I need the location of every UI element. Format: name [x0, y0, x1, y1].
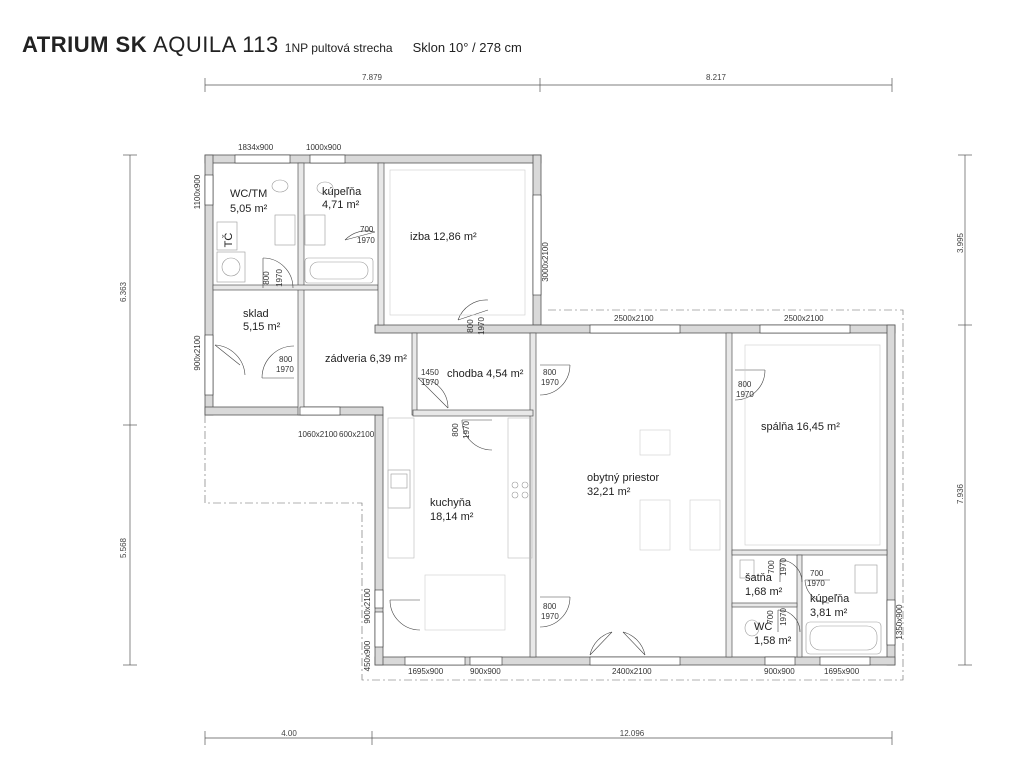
window-label: 900x900: [764, 667, 795, 676]
dim-top-left: 7.879: [362, 73, 383, 82]
door-height: 1970: [477, 317, 486, 335]
door-height: 1970: [462, 421, 471, 439]
room-kuchyna-name: kuchyňa: [430, 497, 472, 509]
room-sklad-name: sklad: [243, 308, 269, 320]
door-width: 700: [810, 569, 824, 578]
window-label: 2500x2100: [784, 314, 824, 323]
window-label: 1695x900: [408, 667, 444, 676]
dim-bottom-left: 4.00: [281, 729, 297, 738]
room-wc-tm-area: 5,05 m²: [230, 203, 268, 215]
door-height: 1970: [421, 378, 439, 387]
brand-name: ATRIUM SK: [22, 32, 148, 57]
room-izba: izba 12,86 m²: [410, 231, 477, 243]
door-width: 1450: [421, 368, 439, 377]
room-spalna: spálňa 16,45 m²: [761, 421, 840, 433]
opening-labels: 1834x900 1000x900 1100x900 900x2100 3000…: [193, 143, 904, 676]
door-height: 1970: [779, 608, 788, 626]
room-wc-name: WC: [754, 621, 772, 633]
room-obytny-name: obytný priestor: [587, 472, 659, 484]
door-width: 800: [543, 368, 557, 377]
room-kupelna2-area: 3,81 m²: [810, 607, 848, 619]
window-label: 1350x900: [895, 604, 904, 640]
window-label: 1100x900: [193, 174, 202, 209]
door-height: 1970: [275, 269, 284, 287]
window-label: 1000x900: [306, 143, 342, 152]
room-satna-area: 1,68 m²: [745, 586, 783, 598]
door-labels: 700 1970 800 1970 800 1970 800 1970 1450…: [262, 225, 825, 626]
dim-bottom-right: 12.096: [620, 729, 645, 738]
door-width: 700: [767, 560, 776, 574]
roof-slope: Sklon 10° / 278 cm: [412, 40, 522, 55]
inner-walls: [212, 162, 888, 658]
door-height: 1970: [276, 365, 294, 374]
window-label: 900x2100: [193, 335, 202, 371]
door-width: 800: [451, 423, 460, 437]
dim-top-right: 8.217: [706, 73, 727, 82]
window-label: 3000x2100: [541, 242, 550, 282]
door-width: 700: [766, 610, 775, 624]
door-height: 1970: [541, 378, 559, 387]
dim-right-upper: 3.995: [956, 232, 965, 253]
dim-left-lower: 5.568: [119, 537, 128, 558]
room-sklad-area: 5,15 m²: [243, 321, 281, 333]
door-height: 1970: [807, 579, 825, 588]
room-kuchyna-area: 18,14 m²: [430, 511, 474, 523]
model-name: AQUILA 113: [153, 32, 279, 57]
door-width: 800: [466, 319, 475, 333]
door-width: 700: [360, 225, 374, 234]
windows: [204, 154, 896, 666]
door-width: 800: [738, 380, 752, 389]
window-label: 600x2100: [339, 430, 375, 439]
window-label: 1834x900: [238, 143, 274, 152]
roof-outline: [204, 309, 904, 681]
room-satna-name: šatňa: [745, 572, 773, 584]
dim-left-upper: 6.363: [119, 281, 128, 302]
window-label: 1060x2100: [298, 430, 338, 439]
window-label: 2500x2100: [614, 314, 654, 323]
room-chodba: chodba 4,54 m²: [447, 368, 524, 380]
door-height: 1970: [541, 612, 559, 621]
door-width: 800: [262, 271, 271, 285]
room-kupelna-area: 4,71 m²: [322, 199, 360, 211]
window-label: 900x2100: [363, 588, 372, 624]
furniture: [216, 169, 882, 655]
room-wc-tm-name: WC/TM: [230, 188, 267, 200]
floor-subtitle: 1NP pultová strecha: [284, 41, 393, 55]
dim-right-lower: 7.936: [956, 483, 965, 504]
door-width: 800: [543, 602, 557, 611]
room-labels: WC/TM 5,05 m² kúpeľňa 4,71 m² izba 12,86…: [230, 186, 850, 647]
room-kupelna-name: kúpeľňa: [322, 186, 362, 198]
room-wc-area: 1,58 m²: [754, 635, 792, 647]
door-swings: [214, 230, 830, 656]
heat-pump-label: TČ: [222, 233, 235, 248]
window-label: 1695x900: [824, 667, 860, 676]
overall-dimensions: [123, 78, 972, 745]
window-label: 2400x2100: [612, 667, 652, 676]
room-kupelna2-name: kúpeľňa: [810, 593, 850, 605]
door-height: 1970: [736, 390, 754, 399]
window-label: 450x900: [363, 640, 372, 671]
room-zadveria: zádveria 6,39 m²: [325, 353, 407, 365]
window-label: 900x900: [470, 667, 501, 676]
room-obytny-area: 32,21 m²: [587, 486, 631, 498]
door-width: 800: [279, 355, 293, 364]
door-height: 1970: [779, 558, 788, 576]
door-height: 1970: [357, 236, 375, 245]
